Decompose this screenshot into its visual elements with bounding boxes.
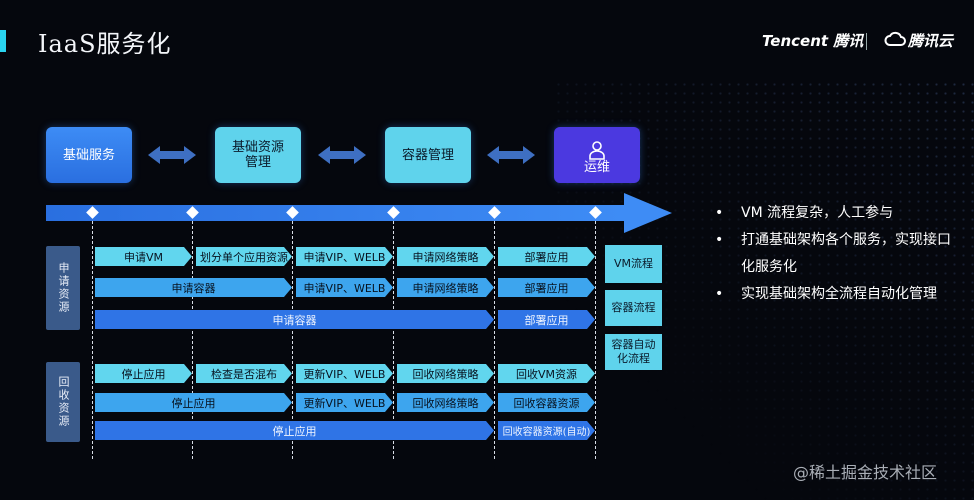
- step-arrow: 回收网络策略: [397, 393, 494, 412]
- phase-divider: [393, 221, 394, 459]
- stage-operations: 运维: [554, 127, 640, 183]
- phase-divider: [292, 221, 293, 459]
- step-arrow: 回收网络策略: [397, 364, 494, 383]
- phase-divider: [494, 221, 495, 459]
- double-arrow-icon: [318, 146, 366, 164]
- phase-divider: [192, 221, 193, 459]
- phase-divider: [595, 221, 596, 459]
- step-arrow: 更新VIP、WELB: [296, 393, 393, 412]
- double-arrow-icon: [487, 146, 535, 164]
- step-arrow: 回收容器资源: [498, 393, 595, 412]
- step-arrow: 停止应用: [95, 421, 494, 440]
- flow-box-container-auto: 容器自动化流程: [605, 334, 662, 370]
- stage-resource-management: 基础资源管理: [215, 127, 301, 183]
- step-arrow: 申请容器: [95, 310, 494, 329]
- stage-basic-service: 基础服务: [46, 127, 132, 183]
- step-arrow: 申请VM: [95, 247, 192, 266]
- tencent-cloud-logo: 腾讯云: [908, 32, 954, 50]
- step-arrow: 回收VM资源: [498, 364, 595, 383]
- step-arrow: 申请网络策略: [397, 247, 494, 266]
- step-arrow: 停止应用: [95, 364, 192, 383]
- watermark: @稀土掘金技术社区: [793, 463, 938, 482]
- group-label-reclaim: 回收资源: [46, 362, 80, 442]
- step-arrow: 更新VIP、WELB: [296, 364, 393, 383]
- phase-divider: [92, 221, 93, 459]
- cloud-logo-icon: [884, 31, 906, 46]
- bullet-item: 打通基础架构各个服务，实现接口化服务化: [713, 227, 953, 281]
- stage-container-management: 容器管理: [385, 127, 471, 183]
- step-arrow: 部署应用: [498, 278, 595, 297]
- step-arrow: 回收容器资源(自动): [498, 421, 595, 440]
- stage-label: 容器管理: [401, 147, 454, 163]
- step-arrow: 申请VIP、WELB: [296, 278, 393, 297]
- step-arrow: 申请容器: [95, 278, 292, 297]
- step-arrow: 申请VIP、WELB: [296, 247, 393, 266]
- double-arrow-icon: [148, 146, 196, 164]
- step-arrow: 检查是否混布: [196, 364, 292, 383]
- bullet-list: VM 流程复杂，人工参与 打通基础架构各个服务，实现接口化服务化 实现基础架构全…: [713, 200, 953, 308]
- step-arrow: 申请网络策略: [397, 278, 494, 297]
- stage-label: 基础服务: [62, 147, 115, 163]
- tencent-logo: Tencent 腾讯: [762, 32, 864, 50]
- timeline-bar: [46, 205, 626, 221]
- stage-label: 基础资源管理: [231, 140, 284, 170]
- group-label-apply: 申请资源: [46, 246, 80, 330]
- bullet-item: 实现基础架构全流程自动化管理: [713, 281, 953, 308]
- step-arrow: 部署应用: [498, 310, 595, 329]
- person-icon: [589, 140, 605, 160]
- logo-divider: [866, 33, 867, 50]
- flow-box-vm: VM流程: [605, 245, 662, 283]
- page-title: IaaS服务化: [38, 30, 172, 58]
- step-arrow: 停止应用: [95, 393, 292, 412]
- title-accent: [0, 30, 6, 52]
- step-arrow: 划分单个应用资源: [196, 247, 292, 266]
- bullet-item: VM 流程复杂，人工参与: [713, 200, 953, 227]
- stage-label: 运维: [583, 159, 610, 175]
- timeline-arrowhead: [624, 193, 672, 233]
- step-arrow: 部署应用: [498, 247, 595, 266]
- flow-box-container: 容器流程: [605, 290, 662, 326]
